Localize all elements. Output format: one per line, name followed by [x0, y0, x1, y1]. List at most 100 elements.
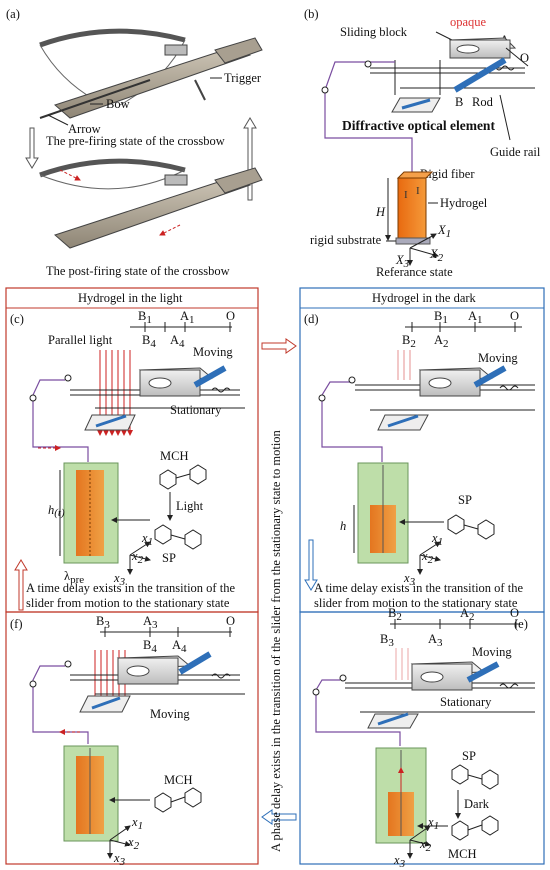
axis-d-x2: x2 — [421, 549, 434, 566]
dark-title: Hydrogel in the dark — [372, 291, 477, 305]
stationary-label: Stationary — [170, 403, 222, 417]
scale-d-b2: B2 — [402, 333, 416, 350]
axis-f-x1: x1 — [131, 815, 143, 832]
svg-text:I: I — [404, 189, 408, 201]
axis-f-x3: x3 — [113, 851, 126, 868]
hydrogel-block — [397, 177, 427, 241]
scale-f-a3: A3 — [143, 614, 158, 631]
mch-label: MCH — [160, 449, 188, 463]
reference-state-label: Referance state — [376, 265, 453, 279]
scale-b4: B4 — [142, 333, 156, 350]
frame-e — [299, 611, 545, 865]
scale-f-b3: B3 — [96, 614, 110, 631]
scale-f-o: O — [226, 614, 235, 628]
moving-label-f: Moving — [150, 707, 190, 721]
panel-a-label: (a) — [6, 7, 20, 21]
up-arrow-icon — [243, 117, 257, 201]
arrow-label: Arrow — [68, 122, 101, 136]
guide-rail-label: Guide rail — [490, 145, 541, 159]
axis-f-x2: x2 — [127, 835, 140, 852]
scale-e-o: O — [510, 606, 519, 620]
scale-e-a2: A2 — [460, 606, 475, 623]
sp-label: SP — [162, 551, 176, 565]
axis-d-x1: x1 — [431, 531, 443, 548]
scale-f-b4: B4 — [143, 638, 157, 655]
scale-e-b3: B3 — [380, 632, 394, 649]
scale-f-a4: A4 — [172, 638, 187, 655]
arrow-f-to-c-icon — [14, 559, 28, 611]
rigid-fiber — [324, 61, 413, 172]
panel-b-label: (b) — [304, 7, 319, 21]
opaque-label: opaque — [450, 15, 487, 29]
axis-e-x1: x1 — [427, 815, 439, 832]
sp-label-d: SP — [458, 493, 472, 507]
scale-e-b2: B2 — [388, 606, 402, 623]
crossbow-post-firing — [39, 158, 263, 249]
axis-x1: X1 — [437, 223, 451, 240]
scale-d-a2: A2 — [434, 333, 449, 350]
mch-molecule-icon — [154, 787, 202, 813]
substrate-label: rigid substrate — [310, 233, 382, 247]
pre-firing-caption: The pre-firing state of the crossbow — [46, 134, 225, 148]
dark-arrow-label: Dark — [464, 797, 490, 811]
axis-c-x1: x1 — [141, 531, 153, 548]
axis-e-x2: x2 — [419, 837, 432, 854]
panel-e: (e) B2 A2 O B3 A3 Moving Stationary — [312, 606, 535, 870]
panel-f: (f) B3 A3 O B4 A4 Moving — [10, 614, 245, 868]
axis-c-x3: x3 — [113, 571, 126, 588]
light-title: Hydrogel in the light — [78, 291, 183, 305]
delay-left-line1: A time delay exists in the transition of… — [26, 581, 235, 595]
height-h-d: h — [340, 519, 346, 533]
panel-e-label: (e) — [514, 617, 528, 631]
doe-label: Diffractive optical element — [342, 118, 495, 133]
stationary-label-e: Stationary — [440, 695, 492, 709]
axis-x3: X3 — [395, 253, 410, 270]
point-o-label: O — [520, 51, 529, 65]
bow-label: Bow — [106, 97, 130, 111]
frame-d — [299, 287, 545, 613]
point-b-label: B — [455, 95, 463, 109]
sp-label-e: SP — [462, 749, 476, 763]
mch-molecule-icon — [159, 464, 207, 490]
moving-label-e: Moving — [472, 645, 512, 659]
axis-c-x2: x2 — [131, 549, 144, 566]
lambda-pre: λpre — [64, 569, 84, 586]
scale-a4: A4 — [170, 333, 185, 350]
panel-f-label: (f) — [10, 617, 23, 631]
arrow-d-to-e-icon — [304, 539, 318, 591]
sp-molecule-icon — [154, 524, 202, 550]
height-h-t: h(t) — [48, 503, 65, 519]
crossbow-pre-firing — [39, 28, 263, 119]
panel-a: (a) Trigger Bow Arrow The pre-firing sta… — [6, 7, 263, 278]
scale-b1: B1 — [138, 309, 152, 326]
frame-c — [5, 287, 259, 613]
scale-o: O — [226, 309, 235, 323]
rod-label: Rod — [472, 95, 494, 109]
panel-d: (d) B1 A1 O B2 A2 Moving h — [304, 309, 535, 610]
arrow-e-to-f-icon — [261, 809, 297, 825]
panel-d-label: (d) — [304, 312, 319, 326]
panel-c-label: (c) — [10, 312, 24, 326]
height-label: H — [375, 205, 386, 219]
mch-label-e: MCH — [448, 847, 476, 861]
sliding-block-label: Sliding block — [340, 25, 408, 39]
scale-a1: A1 — [180, 309, 195, 326]
hydrogel-label: Hydrogel — [440, 196, 488, 210]
sp-molecule-icon — [451, 764, 499, 790]
moving-label: Moving — [193, 345, 233, 359]
rigid-fiber-label: Rigid fiber — [420, 167, 475, 181]
dim-light-rays — [397, 350, 411, 380]
frame-f — [5, 611, 259, 865]
post-firing-caption: The post-firing state of the crossbow — [46, 264, 230, 278]
axis-e-x3: x3 — [393, 853, 406, 870]
arrow-c-to-d-icon — [261, 338, 297, 354]
mch-label-f: MCH — [164, 773, 192, 787]
delay-left-line2: slider from motion to the stationary sta… — [26, 596, 230, 610]
scale-d-o: O — [510, 309, 519, 323]
moving-label-d: Moving — [478, 351, 518, 365]
panel-b: (b) opaque A O Sliding block B Rod Diffr… — [304, 7, 541, 279]
dim-light-rays — [395, 648, 409, 680]
scale-d-a1: A1 — [468, 309, 483, 326]
rod — [453, 57, 507, 93]
